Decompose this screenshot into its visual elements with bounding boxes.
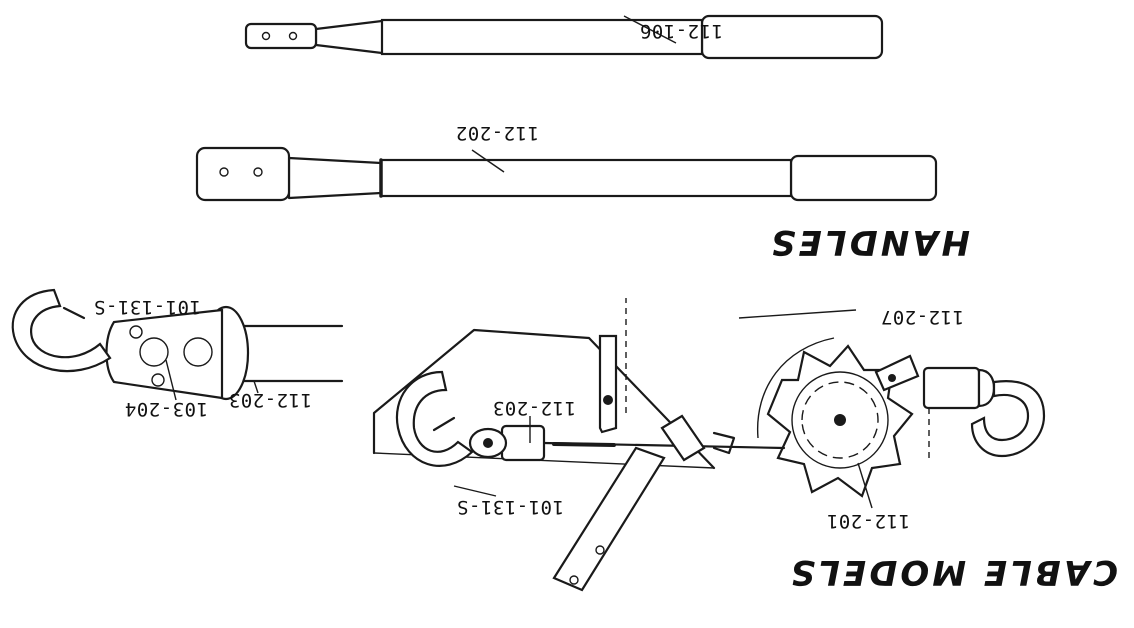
pulley-hook bbox=[11, 288, 112, 373]
cable-hoist bbox=[372, 298, 1046, 592]
label-frame: 112-207 bbox=[880, 306, 964, 328]
label-cable: 112-203 bbox=[492, 397, 576, 419]
handle-short-hole-1 bbox=[288, 31, 298, 41]
handle-short-shaft bbox=[380, 18, 704, 56]
label-pulley-cable: 112-203 bbox=[228, 389, 312, 411]
drum-spring bbox=[756, 337, 835, 439]
handle-short-taper bbox=[314, 19, 384, 55]
label-ratchet: 112-201 bbox=[826, 510, 910, 532]
handle-short bbox=[244, 14, 884, 60]
handle-long-leader bbox=[471, 149, 505, 173]
pulley-bolt-1 bbox=[139, 337, 169, 367]
lever-spring bbox=[712, 431, 736, 455]
cable-swage bbox=[552, 442, 616, 447]
top-pawl-pin bbox=[888, 374, 896, 382]
label-hook-main: 101-131-S bbox=[456, 496, 564, 518]
hoist-frame-plate bbox=[372, 328, 716, 470]
side-bracket bbox=[598, 334, 618, 434]
handle-long-hole-1 bbox=[253, 167, 263, 177]
frame-leader bbox=[738, 309, 857, 319]
lever-hole-2 bbox=[595, 545, 605, 555]
pulley-bolt-2 bbox=[183, 337, 213, 367]
label-handle-long: 112-202 bbox=[455, 122, 539, 144]
anchor-hook bbox=[970, 380, 1046, 458]
handle-long-grip bbox=[789, 154, 938, 202]
ratchet-axle bbox=[834, 414, 846, 426]
handle-long-end bbox=[195, 146, 291, 202]
handle-short-end bbox=[244, 22, 318, 50]
pulley-bolt-3 bbox=[151, 373, 165, 387]
handle-short-grip bbox=[700, 14, 884, 60]
pulley-bolt-4 bbox=[129, 325, 143, 339]
handle-long bbox=[195, 146, 938, 202]
anchor-swivel bbox=[922, 366, 981, 410]
load-hook bbox=[395, 370, 474, 467]
ratchet-drum bbox=[791, 371, 889, 469]
label-handle-short: 112-106 bbox=[639, 20, 723, 42]
lever-arm bbox=[552, 446, 666, 592]
pulley-side-plate bbox=[105, 308, 224, 400]
handle-long-hole-2 bbox=[219, 167, 229, 177]
top-pawl bbox=[874, 354, 920, 392]
handle-short-leader bbox=[623, 15, 677, 44]
load-hook-ferrule bbox=[500, 424, 546, 462]
pulley-cable-leader bbox=[253, 380, 259, 394]
pulley-hook-latch bbox=[62, 306, 86, 320]
handle-short-hole-2 bbox=[261, 31, 271, 41]
label-pulley-hook: 101-131-S bbox=[93, 296, 201, 318]
pulley-block-leader bbox=[165, 359, 177, 401]
lever-pawl bbox=[660, 414, 706, 462]
label-pulley-block: 103-204 bbox=[124, 398, 208, 420]
swivel-cap bbox=[977, 368, 996, 408]
ratchet-drum-inner bbox=[801, 381, 879, 459]
lever-hole-1 bbox=[569, 575, 579, 585]
load-hook-leader bbox=[453, 485, 497, 497]
handles-title: HANDLES bbox=[768, 222, 970, 262]
load-hook-latch bbox=[432, 416, 456, 432]
pulley-block bbox=[11, 288, 344, 401]
handle-long-shaft bbox=[379, 158, 793, 198]
handle-long-taper bbox=[287, 156, 383, 200]
ratchet-leader bbox=[857, 462, 873, 509]
load-hook-pin bbox=[483, 438, 493, 448]
cable-models-title: CABLE MODELS bbox=[787, 552, 1118, 592]
bracket-bolt bbox=[603, 395, 613, 405]
